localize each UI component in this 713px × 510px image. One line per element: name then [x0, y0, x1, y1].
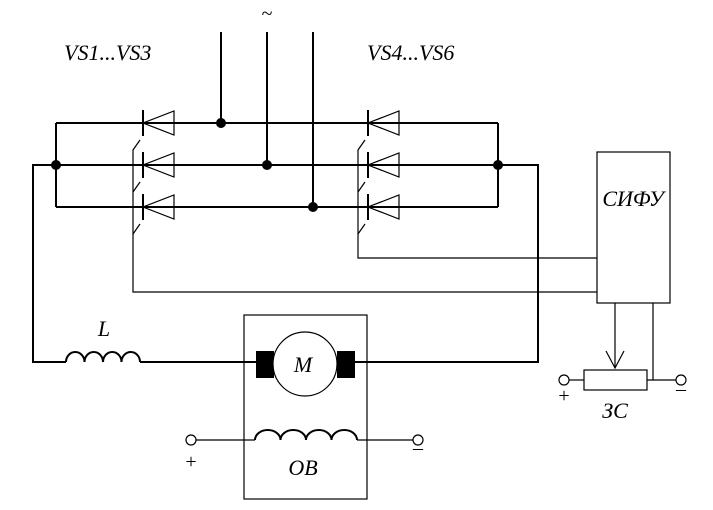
setpoint-plus-sign: + [558, 385, 569, 407]
control-unit-label: СИФУ [602, 186, 667, 211]
field-terminal-plus [185, 434, 197, 446]
group-left-label: VS1...VS3 [64, 40, 151, 65]
thyristor-group-left [132, 110, 597, 293]
thyristor-vs5 [366, 152, 400, 178]
field-winding-label: ОВ [288, 455, 317, 480]
thyristor-vs4 [366, 110, 400, 136]
brush-left [256, 351, 274, 378]
field-winding: + – ОВ [185, 429, 424, 480]
group-right-label: VS4...VS6 [367, 40, 454, 65]
potentiometer-body [583, 369, 648, 391]
motor-enclosure [243, 314, 368, 500]
motor-label: М [293, 352, 314, 377]
dc-loop-wiring [32, 164, 539, 363]
motor-armature [272, 331, 338, 397]
thyristor-group-right [357, 110, 597, 259]
field-coil [254, 429, 358, 441]
inductor-label: L [97, 316, 110, 341]
junction-dots [51, 118, 503, 212]
thyristor-vs6 [366, 194, 400, 220]
field-terminal-minus [412, 434, 424, 446]
inductor-l [65, 351, 141, 363]
field-plus-sign: + [185, 451, 196, 473]
motor: М [256, 331, 355, 397]
setpoint-terminal-minus [675, 374, 687, 386]
ac-supply-lines [220, 32, 314, 207]
ac-symbol: ~ [262, 3, 273, 25]
thyristor-vs3 [141, 194, 175, 220]
gate-line-right [357, 139, 597, 259]
control-unit: СИФУ [596, 151, 671, 304]
brush-right [337, 351, 355, 378]
gate-line-left [132, 139, 597, 293]
setpoint-terminal-plus [558, 374, 570, 386]
setpoint-label: ЗС [602, 398, 628, 423]
setpoint-minus-sign: – [675, 378, 687, 400]
thyristor-vs1 [141, 110, 175, 136]
bridge-rails [55, 122, 499, 208]
setpoint-potentiometer: + – ЗС [558, 303, 687, 423]
control-unit-box [596, 151, 671, 304]
field-minus-sign: – [412, 437, 424, 459]
thyristor-vs2 [141, 152, 175, 178]
